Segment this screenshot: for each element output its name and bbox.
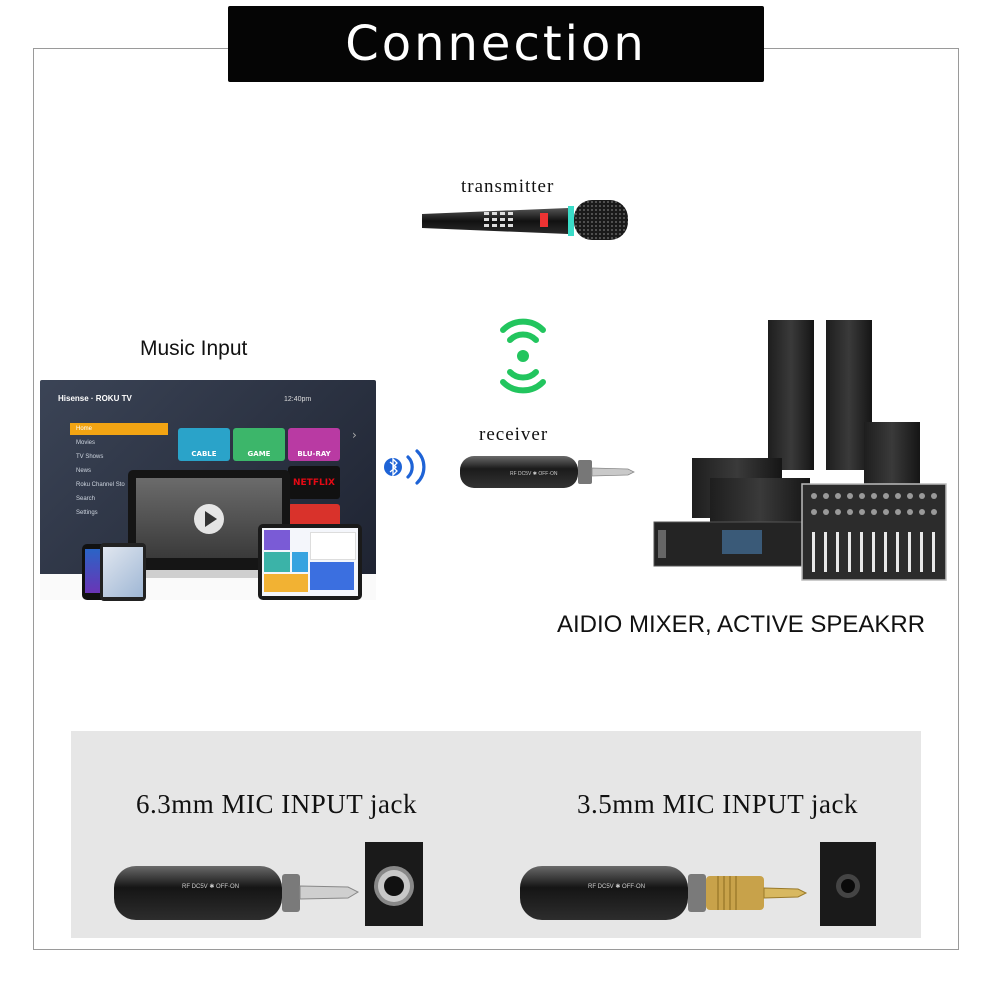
- receiver-3-5mm-image: RF DC5V ✱ OFF·ON: [520, 866, 808, 920]
- tv-tile-bluray[interactable]: BLU-RAY: [288, 428, 340, 461]
- tv-menu-item[interactable]: Home: [76, 426, 93, 432]
- tv-tile-game[interactable]: GAME: [233, 428, 285, 461]
- jack-label-6-3mm: 6.3mm MIC INPUT jack: [136, 789, 417, 819]
- tv-tile-cable[interactable]: CABLE: [178, 428, 230, 461]
- mixer-label: AIDIO MIXER, ACTIVE SPEAKRR: [557, 611, 926, 638]
- tv-menu-item[interactable]: Movies: [76, 440, 96, 446]
- music-input-label: Music Input: [140, 337, 248, 360]
- wireless-signal-icon: [500, 318, 546, 394]
- speakers-and-mixer-image: [653, 320, 947, 581]
- tv-menu-item[interactable]: TV Shows: [76, 454, 104, 460]
- laptop-base: [112, 570, 308, 578]
- play-icon: [205, 511, 217, 527]
- receiver-image: RF DC5V ✱ OFF·ON: [460, 456, 635, 488]
- receiver-6-3mm-image: RF DC5V ✱ OFF·ON: [114, 866, 360, 920]
- page-title: Connection: [228, 6, 764, 82]
- tv-menu-item[interactable]: Search: [76, 496, 96, 502]
- chevron-right-icon: ›: [352, 428, 357, 442]
- tv-menu-item[interactable]: Settings: [76, 510, 98, 516]
- tv-tile-netflix[interactable]: NETFLIX: [288, 466, 340, 499]
- tv-menu-highlight: [70, 423, 168, 435]
- 3-5mm-jack-socket: [820, 842, 876, 926]
- svg-text:RF DC5V ✱ OFF·ON: RF DC5V ✱ OFF·ON: [182, 883, 239, 890]
- tv-time: 12:40pm: [284, 396, 312, 403]
- transmitter-label: transmitter: [461, 176, 555, 197]
- receiver-label: receiver: [479, 424, 549, 445]
- tablet-large: [258, 524, 362, 600]
- svg-text:RF DC5V ✱ OFF·ON: RF DC5V ✱ OFF·ON: [588, 883, 645, 890]
- microphone-transmitter-image: [422, 200, 628, 240]
- bluetooth-icon: [384, 449, 426, 485]
- tv-menu-item[interactable]: Roku Channel Sto: [76, 482, 125, 488]
- tablet-small: [100, 543, 146, 601]
- jack-label-3-5mm: 3.5mm MIC INPUT jack: [577, 789, 858, 819]
- tv-brand: Hisense · ROKU TV: [58, 394, 132, 403]
- 6-3mm-jack-socket: [365, 842, 423, 926]
- svg-text:RF DC5V ✱ OFF·ON: RF DC5V ✱ OFF·ON: [510, 471, 558, 477]
- tv-menu-item[interactable]: News: [76, 468, 92, 474]
